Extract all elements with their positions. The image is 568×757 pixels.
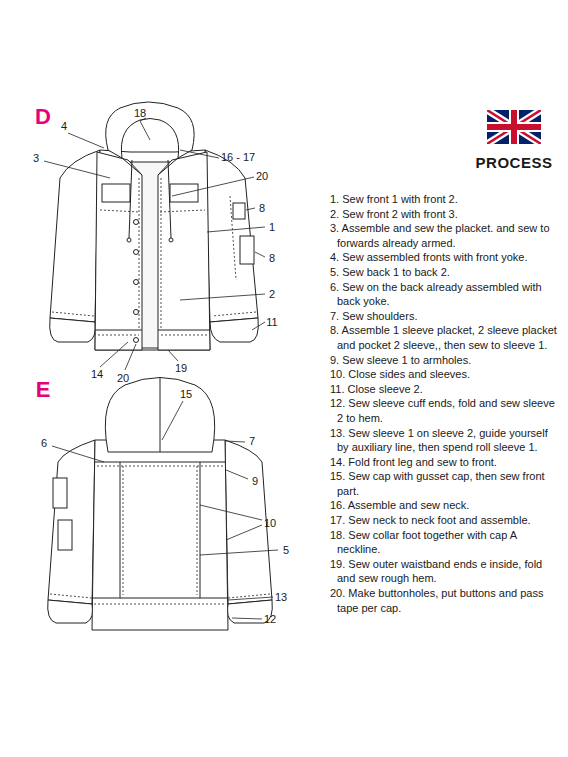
jacket-front [50, 102, 259, 350]
process-step: 15. Sew cap with gusset cap, then sew fr… [330, 469, 562, 498]
callout-number: 8 [259, 202, 265, 215]
process-step: 6. Sew on the back already assembled wit… [330, 280, 562, 309]
process-step: 11. Close sleeve 2. [330, 382, 562, 397]
process-step: 8. Assemble 1 sleeve placket, 2 sleeve p… [330, 323, 562, 352]
stitching [52, 178, 256, 335]
callout-number: 10 [264, 517, 276, 530]
process-steps: 1. Sew front 1 with front 2.2. Sew front… [330, 192, 562, 615]
callout-number: 9 [252, 475, 258, 488]
callout-number: 16 - 17 [221, 151, 255, 164]
process-step: 17. Sew neck to neck foot and assemble. [330, 513, 562, 528]
callout-number: 1 [269, 221, 275, 234]
process-step: 20. Make buttonholes, put buttons and pa… [330, 586, 562, 615]
page-title: PROCESS [476, 154, 553, 171]
callout-number: 20 [117, 372, 129, 385]
callout-number: 15 [180, 388, 192, 401]
callout-number: 19 [175, 362, 187, 375]
uk-flag [487, 110, 541, 144]
callout-number: 11 [266, 316, 277, 329]
stitching [50, 466, 270, 604]
drawstrings [127, 160, 173, 242]
callout-number: 20 [256, 170, 268, 183]
process-step: 18. Sew collar foot together with cap A … [330, 528, 562, 557]
callout-number: 4 [61, 120, 67, 133]
process-step: 9. Sew sleeve 1 to armholes. [330, 353, 562, 368]
process-step: 12. Sew sleeve cuff ends, fold and sew s… [330, 396, 562, 425]
callout-number: 18 [134, 107, 146, 120]
callout-number: 6 [41, 437, 47, 450]
callout-number: 13 [275, 591, 287, 604]
callout-number: 3 [33, 152, 39, 165]
process-step: 13. Sew sleeve 1 on sleeve 2, guide your… [330, 426, 562, 455]
view-letter: D [35, 105, 51, 129]
process-step: 14. Fold front leg and sew to front. [330, 455, 562, 470]
process-step: 4. Sew assembled fronts with front yoke. [330, 250, 562, 265]
process-step: 19. Sew outer waistband ends e inside, f… [330, 557, 562, 586]
callout-number: 12 [264, 613, 276, 626]
callout-number: 14 [91, 368, 103, 381]
callout-number: 2 [269, 288, 275, 301]
process-step: 3. Assemble and sew the placket. and sew… [330, 221, 562, 250]
process-step: 5. Sew back 1 to back 2. [330, 265, 562, 280]
view-letter: E [36, 378, 51, 402]
buttons [134, 220, 139, 343]
callout-number: 8 [269, 252, 275, 265]
process-step: 2. Sew front 2 with front 3. [330, 207, 562, 222]
leader-line [44, 118, 278, 619]
callout-number: 5 [283, 544, 289, 557]
process-step: 7. Sew shoulders. [330, 309, 562, 324]
callout-number: 7 [249, 435, 255, 448]
process-step: 1. Sew front 1 with front 2. [330, 192, 562, 207]
process-step: 16. Assemble and sew neck. [330, 498, 562, 513]
process-step: 10. Close sides and sleeves. [330, 367, 562, 382]
jacket-back [48, 377, 273, 630]
